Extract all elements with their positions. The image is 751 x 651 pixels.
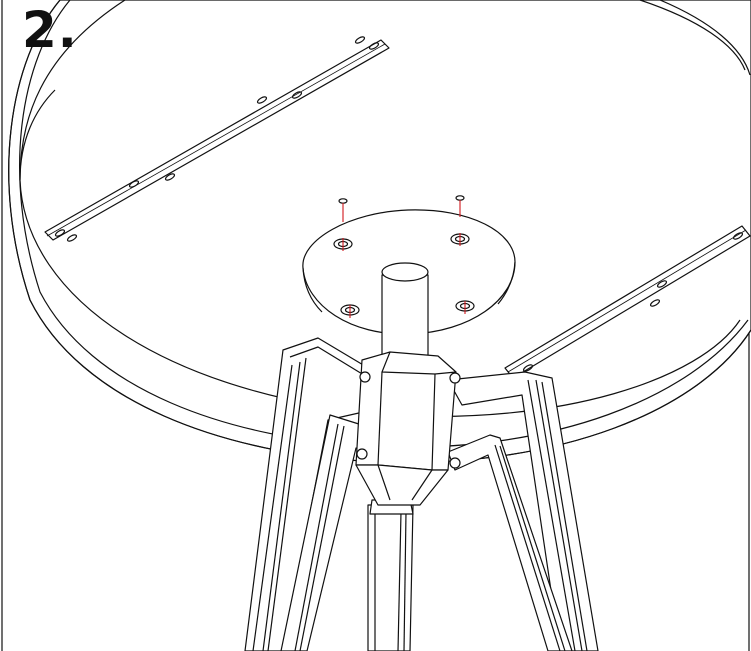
screw-2: [455, 195, 465, 246]
center-column: [381, 262, 429, 366]
leg-left: [244, 337, 381, 651]
step-number: 2.: [22, 1, 78, 59]
screws: [338, 195, 466, 318]
leg-right: [447, 371, 599, 651]
screw-1: [338, 198, 348, 251]
support-rail-left: [44, 36, 390, 242]
leg-front: [367, 499, 414, 651]
hexagonal-hub: [355, 351, 461, 506]
